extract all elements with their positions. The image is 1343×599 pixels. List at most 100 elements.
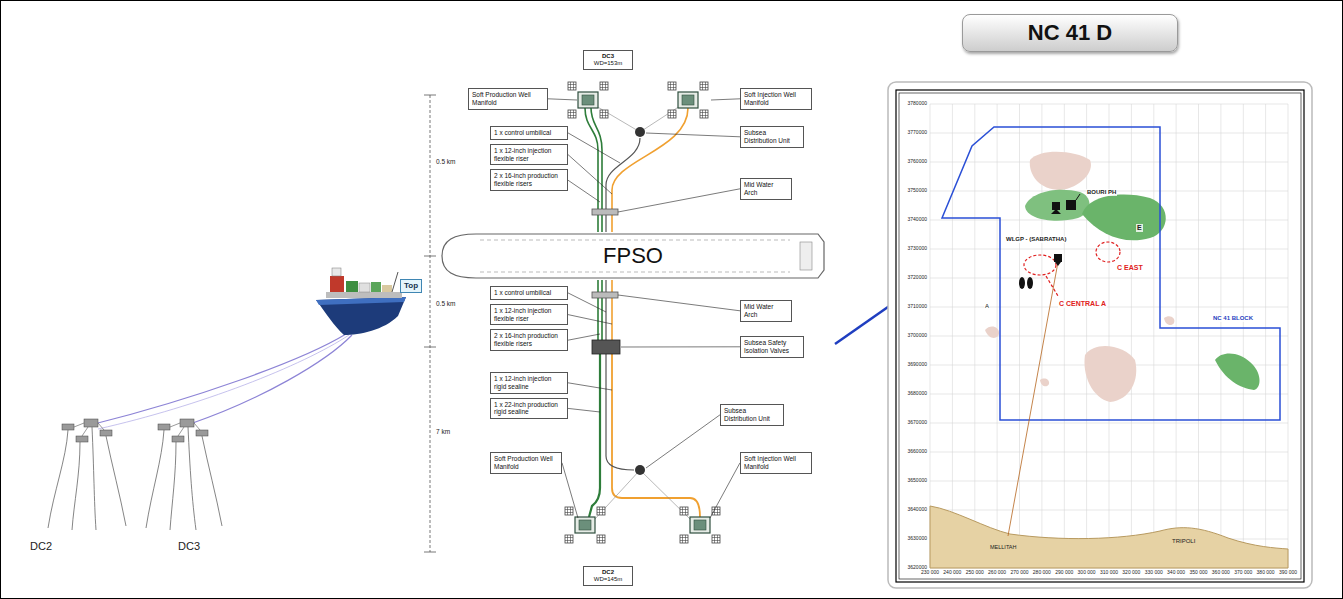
axis-tick: 3770000 xyxy=(907,130,928,136)
fpso-ship xyxy=(316,297,406,335)
platform-symbol xyxy=(1052,202,1060,210)
fpso-ship xyxy=(359,283,370,292)
well-bore xyxy=(188,427,196,530)
map-frame xyxy=(899,93,1301,579)
axis-tick: 310 000 xyxy=(1099,570,1119,576)
node-text: WD=145m xyxy=(586,576,630,583)
field-outline xyxy=(1164,316,1174,325)
node-text: 2 x 16-inch production flexible risers xyxy=(494,172,564,188)
field-outline xyxy=(985,152,1260,402)
dimension-label: 0.5 km xyxy=(436,158,456,165)
well-bore xyxy=(170,442,176,530)
map-label: A xyxy=(984,303,990,310)
subsea-equipment xyxy=(565,82,720,543)
platform-symbol xyxy=(1066,200,1076,210)
platform-symbol xyxy=(1054,254,1062,262)
callout-box: 1 x 22-inch production rigid sealine xyxy=(490,398,568,420)
map-frame xyxy=(888,82,1312,588)
leader-line xyxy=(710,463,740,518)
node-text: Mid Water Arch xyxy=(744,181,788,197)
subsea-equipment xyxy=(635,127,645,137)
callout-box: Subsea Distribution Unit xyxy=(720,404,784,426)
subsea-equipment xyxy=(668,82,676,90)
dimension-label: 7 km xyxy=(436,428,450,435)
subsea-equipment xyxy=(680,535,688,543)
drill-centre-box: DC2WD=145m xyxy=(583,566,633,586)
subsea-pipes xyxy=(595,470,690,519)
field-outline xyxy=(1084,346,1136,402)
drill-centre-cluster xyxy=(74,423,200,436)
axis-tick: 350 000 xyxy=(1188,570,1208,576)
subsea-pipes xyxy=(605,280,606,340)
node-text: Subsea Safety Isolation Valves xyxy=(744,339,800,355)
map-label: C CENTRAL A xyxy=(1058,300,1107,308)
leader-line xyxy=(568,315,612,324)
axis-tick: 3650000 xyxy=(907,478,928,484)
fpso-ship xyxy=(330,276,344,292)
dimension-line xyxy=(424,95,436,552)
subsea-equipment xyxy=(700,82,708,90)
node-text: 1 x control umbilical xyxy=(494,289,564,297)
subsea-equipment xyxy=(600,110,608,118)
subsea-equipment xyxy=(635,465,645,475)
axis-tick: 290 000 xyxy=(1054,570,1074,576)
platform-symbol xyxy=(1051,209,1061,214)
leader-line xyxy=(568,383,612,390)
axis-tick: 3760000 xyxy=(907,159,928,165)
well-bore xyxy=(92,427,96,530)
subsea-equipment xyxy=(575,517,595,533)
platform-symbol xyxy=(1019,277,1025,289)
node-text: Subsea Distribution Unit xyxy=(724,407,780,423)
map-label: NC 41 BLOCK xyxy=(1212,315,1254,322)
axis-tick: 3680000 xyxy=(907,391,928,397)
callout-box: 1 x 12-inch injection flexible riser xyxy=(490,304,568,326)
subsea-equipment xyxy=(597,535,605,543)
fpso-ship xyxy=(326,292,402,298)
subsea-equipment xyxy=(680,507,688,515)
subsea-equipment xyxy=(568,82,576,90)
axis-tick: 3740000 xyxy=(907,217,928,223)
axis-tick: 330 000 xyxy=(1144,570,1164,576)
map-label: E xyxy=(1136,224,1143,232)
node-text: 1 x 12-inch injection rigid sealine xyxy=(494,375,564,391)
axis-tick: 3720000 xyxy=(907,275,928,281)
drill-centre-cluster xyxy=(76,436,88,442)
dimension-line xyxy=(424,95,436,552)
map-frame xyxy=(896,90,1304,582)
callout-box: 1 x 12-inch injection rigid sealine xyxy=(490,372,568,394)
dimension-label: 0.5 km xyxy=(436,300,456,307)
map-label: WLGP - (SABRATHA) xyxy=(1005,236,1067,243)
axis-tick: 3690000 xyxy=(907,362,928,368)
axis-tick: 3780000 xyxy=(907,101,928,107)
deck-line xyxy=(480,240,790,272)
axis-tick: 360 000 xyxy=(1211,570,1231,576)
axis-tick: 3700000 xyxy=(907,333,928,339)
axis-tick: 3730000 xyxy=(907,246,928,252)
field-outline xyxy=(1040,379,1049,387)
cluster-label: DC3 xyxy=(178,540,200,553)
node-text: FPSO xyxy=(603,243,663,269)
callout-box: Soft Injection Well Manifold xyxy=(740,88,812,110)
node-text: Subsea Distribution Unit xyxy=(744,129,800,145)
subsea-pipes xyxy=(611,280,613,340)
subsea-pipes xyxy=(589,354,600,517)
node-text: 2 x 16-inch production flexible risers xyxy=(494,332,564,348)
subsea-equipment xyxy=(592,209,618,215)
callout-box: 1 x 12-inch injection flexible riser xyxy=(490,144,568,166)
prospect-outline xyxy=(1046,276,1058,296)
node-text: 1 x 12-inch injection flexible riser xyxy=(494,147,564,163)
subsea-equipment xyxy=(568,110,576,118)
node-text: WD=153m xyxy=(586,60,630,67)
node-text: DC3 xyxy=(586,53,630,60)
field-outline xyxy=(1215,353,1260,390)
prospect-outline xyxy=(1096,242,1120,262)
axis-tick: 230 000 xyxy=(920,570,940,576)
leader-line xyxy=(646,133,740,137)
fpso-ship xyxy=(346,281,358,292)
well-bore xyxy=(48,427,222,530)
subsea-pipes xyxy=(606,354,634,470)
drill-centre-cluster xyxy=(84,419,98,427)
node-text: NC 41 D xyxy=(1028,20,1112,46)
